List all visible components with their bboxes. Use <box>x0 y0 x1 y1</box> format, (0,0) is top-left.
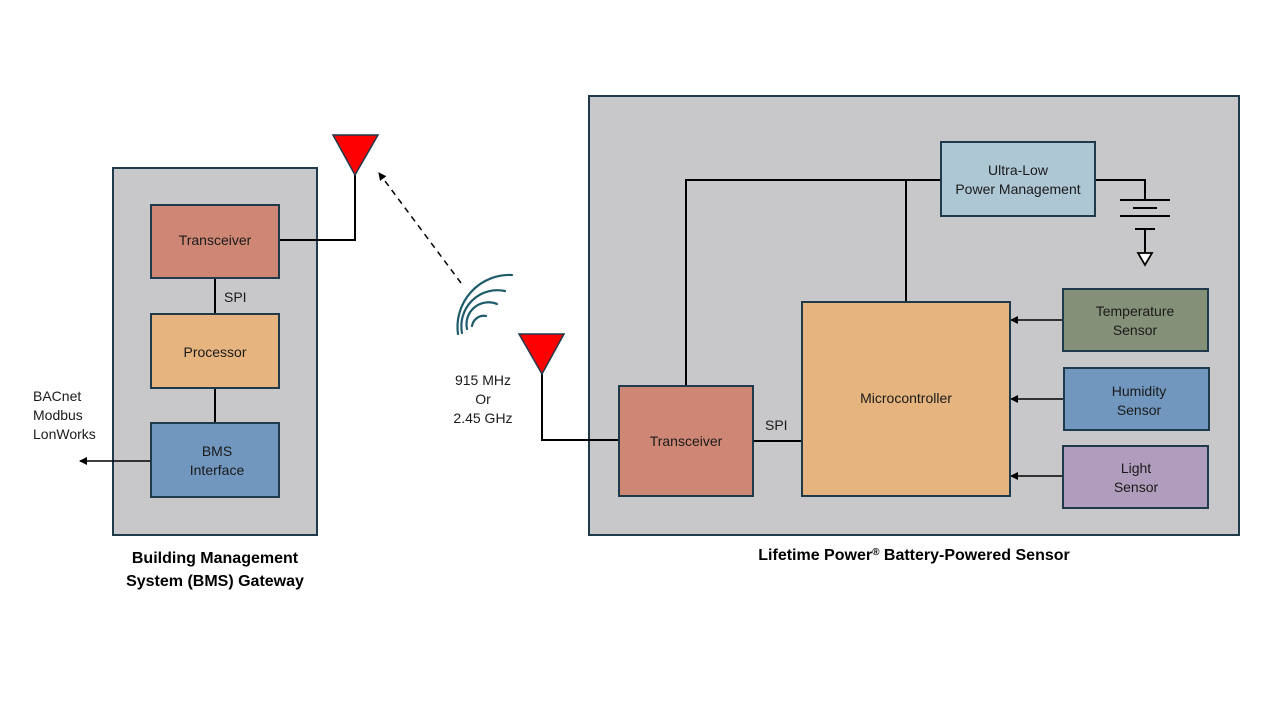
frequency-label: 915 MHz Or 2.45 GHz <box>453 372 512 426</box>
frequency-line2: Or <box>475 391 491 407</box>
gateway-antenna-wire <box>279 172 356 241</box>
processor-block: Processor <box>150 313 280 389</box>
sensor-caption-post: Battery-Powered Sensor <box>879 547 1069 564</box>
microcontroller-block: Microcontroller <box>801 301 1011 497</box>
sensor-antenna-wire <box>541 372 619 441</box>
microcontroller-label: Microcontroller <box>860 390 952 406</box>
light-sensor-block: Light Sensor <box>1062 445 1209 509</box>
sensor-transceiver-label: Transceiver <box>650 433 723 449</box>
sensor-caption-pre: Lifetime Power <box>758 547 872 564</box>
bms-interface-block: BMS Interface <box>150 422 280 498</box>
protocol-list: BACnet Modbus LonWorks <box>33 388 96 442</box>
sensor-antenna-icon <box>517 333 566 376</box>
gateway-transceiver-block: Transceiver <box>150 204 280 279</box>
humidity-label-line1: Humidity <box>1112 383 1166 399</box>
sensor-caption: Lifetime Power® Battery-Powered Sensor <box>758 547 1069 564</box>
radio-waves-icon <box>456 273 514 336</box>
ground-icon <box>1136 252 1154 267</box>
protocol-bacnet: BACnet <box>33 388 81 404</box>
temperature-sensor-block: Temperature Sensor <box>1062 288 1209 352</box>
sensor-spi-label: SPI <box>765 417 788 433</box>
bms-label-line2: Interface <box>190 462 245 478</box>
humidity-label-line2: Sensor <box>1117 402 1162 418</box>
battery-wire <box>1095 179 1146 200</box>
power-label-line2: Power Management <box>955 181 1080 197</box>
light-label-line1: Light <box>1121 460 1151 476</box>
temperature-label-line2: Sensor <box>1113 322 1158 338</box>
frequency-line1: 915 MHz <box>455 372 511 388</box>
wireless-link-arrow <box>378 172 462 284</box>
gateway-caption: Building Management System (BMS) Gateway <box>126 550 304 590</box>
gateway-caption-line1: Building Management <box>132 550 299 567</box>
temperature-label-line1: Temperature <box>1096 303 1175 319</box>
battery-icon <box>1120 199 1170 253</box>
gateway-transceiver-label: Transceiver <box>179 232 252 248</box>
gateway-caption-line2: System (BMS) Gateway <box>126 573 304 590</box>
power-management-block: Ultra-Low Power Management <box>940 141 1096 217</box>
humidity-sensor-block: Humidity Sensor <box>1063 367 1210 431</box>
frequency-line3: 2.45 GHz <box>453 410 512 426</box>
processor-label: Processor <box>183 344 246 360</box>
power-bus-wire <box>685 179 941 386</box>
registered-mark: ® <box>872 547 880 558</box>
light-label-line2: Sensor <box>1114 479 1159 495</box>
bms-label-line1: BMS <box>202 443 232 459</box>
gateway-spi-label: SPI <box>224 289 247 305</box>
protocol-modbus: Modbus <box>33 407 83 423</box>
gateway-antenna-icon <box>331 134 380 177</box>
protocol-lonworks: LonWorks <box>33 426 96 442</box>
sensor-transceiver-block: Transceiver <box>618 385 754 497</box>
power-label-line1: Ultra-Low <box>988 162 1049 178</box>
